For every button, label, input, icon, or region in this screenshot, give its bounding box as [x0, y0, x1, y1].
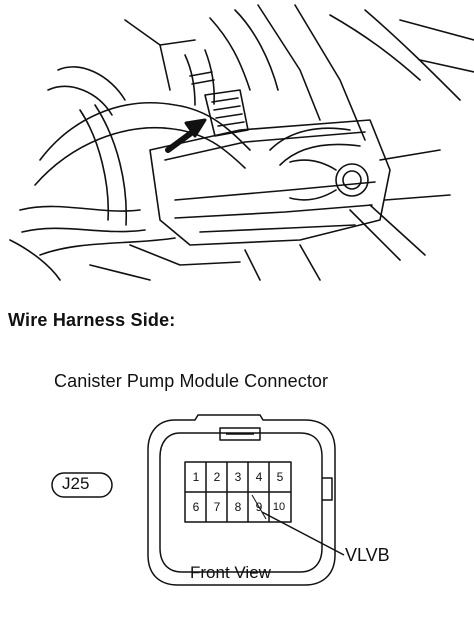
pin-9-label: 9 — [255, 500, 263, 514]
connector-title: Canister Pump Module Connector — [54, 371, 329, 391]
connector-front-view-drawing — [51, 414, 345, 586]
pin-2-label: 2 — [213, 470, 221, 484]
pin-3-label: 3 — [234, 470, 242, 484]
wire-harness-heading: Wire Harness Side: — [8, 310, 176, 330]
vlvb-signal-label: VLVB — [345, 545, 390, 565]
connector-code-oval — [51, 472, 113, 498]
pin-4-label: 4 — [255, 470, 263, 484]
pin-7-label: 7 — [213, 500, 221, 514]
pin-5-label: 5 — [276, 470, 284, 484]
pin-6-label: 6 — [192, 500, 200, 514]
pointer-arrow — [165, 118, 207, 153]
pin-10-label: 10 — [272, 501, 286, 513]
connector-housing — [147, 414, 336, 586]
front-view-label: Front View — [190, 563, 271, 582]
hose — [39, 101, 251, 161]
connector-code: J25 — [62, 474, 90, 493]
engine-bay-illustration — [9, 4, 474, 281]
pin-1-label: 1 — [192, 470, 200, 484]
pin-8-label: 8 — [234, 500, 242, 514]
vlvb-leader-line — [261, 511, 345, 556]
